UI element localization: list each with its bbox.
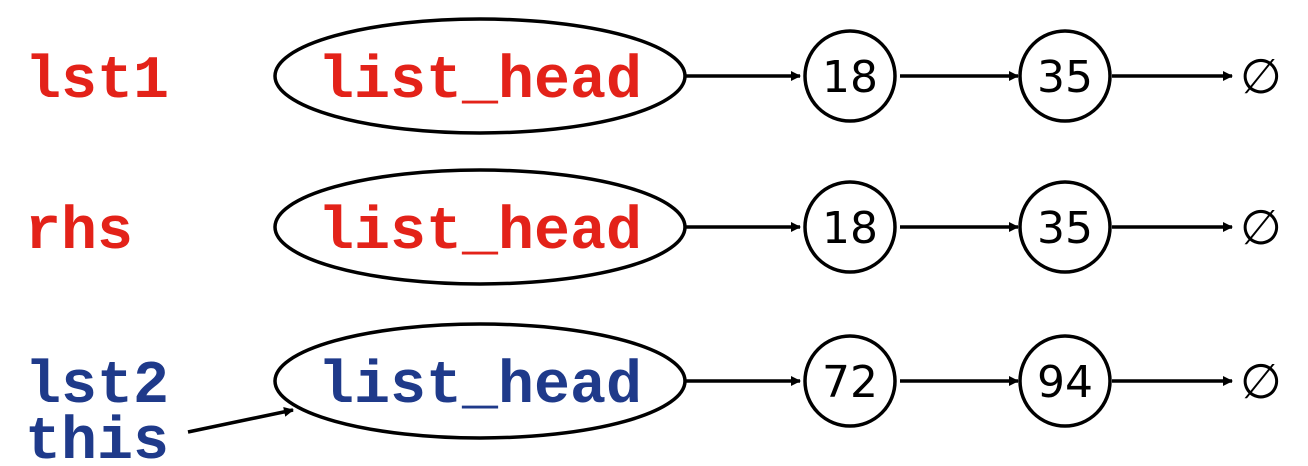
list-node-72 [803,334,897,428]
variable-label-lst1: lst1 [25,48,169,116]
list-head-label-lst1: list_head [318,48,642,116]
list-row-lst1: lst1 list_head 18 35 ∅ [25,17,1282,135]
list-node-value: 72 [822,357,878,408]
list-node-35 [1018,29,1112,123]
list-node-value: 35 [1037,203,1093,254]
variable-label-lst2: lst2 [25,353,169,421]
list-row-lst2: lst2 list_head 72 94 ∅ [25,322,1282,440]
list-row-rhs: rhs list_head 18 35 ∅ [25,168,1282,286]
list-node-94 [1018,334,1112,428]
this-pointer: this [25,406,294,466]
list-node-value: 18 [822,203,878,254]
null-terminator: ∅ [1240,354,1282,410]
null-terminator: ∅ [1240,200,1282,256]
list-node-value: 35 [1037,52,1093,103]
list-node-35 [1018,180,1112,274]
list-node-value: 94 [1037,357,1093,408]
list-node-18 [803,29,897,123]
variable-label-this: this [25,409,169,466]
list-head-label-lst2: list_head [318,353,642,421]
variable-label-rhs: rhs [25,199,133,267]
list-node-value: 18 [822,52,878,103]
list-head-label-rhs: list_head [318,199,642,267]
null-terminator: ∅ [1240,49,1282,105]
list-node-18 [803,180,897,274]
this-pointer-arrow [187,406,294,434]
